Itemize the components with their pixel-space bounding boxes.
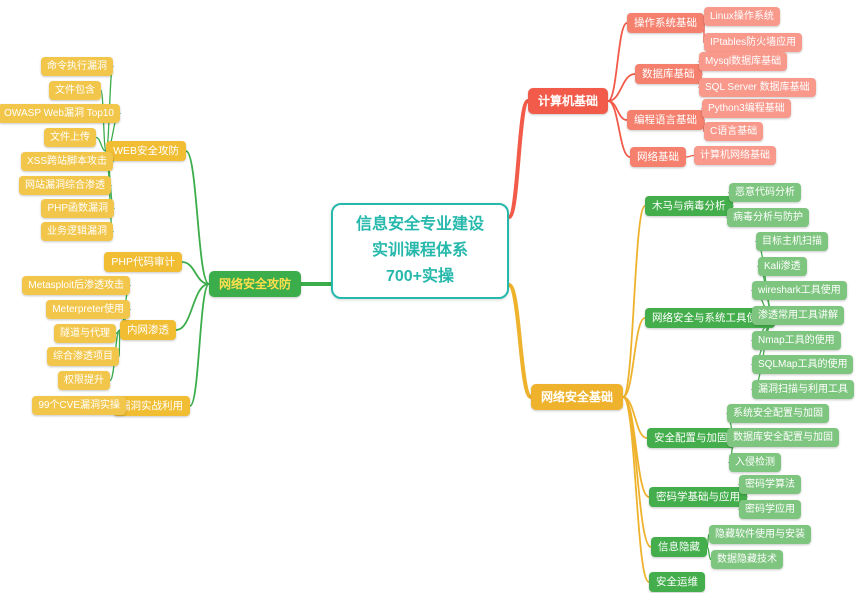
topic-owasp[interactable]: OWASP Web漏洞 Top10 — [0, 104, 120, 123]
branch-edge-vulnreal — [189, 283, 210, 407]
topic-jsj[interactable]: 计算机基础 — [528, 88, 609, 114]
topic-trojan[interactable]: 木马与病毒分析 — [645, 196, 733, 216]
branch-edge-lang — [607, 100, 628, 121]
branch-edge-intranet — [175, 283, 210, 331]
branch-edge-tools — [622, 317, 646, 398]
topic-iptables[interactable]: IPtables防火墙应用 — [704, 33, 803, 52]
branch-edge-penproj — [118, 329, 121, 358]
central-topic-line: 实训课程体系 — [371, 242, 468, 259]
topic-stegosoft[interactable]: 隐藏软件使用与安装 — [709, 525, 811, 544]
topic-os[interactable]: 操作系统基础 — [627, 13, 704, 33]
topic-bizlogic[interactable]: 业务逻辑漏洞 — [41, 222, 113, 241]
topic-stego[interactable]: 信息隐藏 — [651, 537, 707, 557]
topic-syshard[interactable]: 系统安全配置与加固 — [727, 404, 829, 423]
branch-edge-stego — [622, 396, 652, 548]
branch-edge-upload — [95, 136, 107, 152]
topic-vulnscan[interactable]: 漏洞扫描与利用工具 — [752, 380, 854, 399]
topic-nmap[interactable]: Nmap工具的使用 — [752, 331, 841, 350]
branch-edge-netbase — [685, 154, 695, 158]
topic-upload[interactable]: 文件上传 — [44, 128, 96, 147]
topic-python[interactable]: Python3编程基础 — [702, 99, 791, 118]
topic-lang[interactable]: 编程语言基础 — [627, 110, 704, 130]
topic-gf[interactable]: 网络安全攻防 — [209, 271, 302, 297]
topic-clang[interactable]: C语言基础 — [704, 122, 764, 141]
branch-edge-aqjc — [507, 283, 533, 399]
topic-crypto[interactable]: 密码学基础与应用 — [649, 487, 747, 507]
central-topic-line: 700+实操 — [385, 268, 455, 285]
topic-secops[interactable]: 安全运维 — [649, 572, 705, 592]
topic-phpaudit[interactable]: PHP代码审计 — [104, 252, 182, 272]
topic-sqlserver[interactable]: SQL Server 数据库基础 — [699, 78, 816, 97]
topic-mysql[interactable]: Mysql数据库基础 — [699, 52, 788, 71]
topic-malcode[interactable]: 恶意代码分析 — [729, 183, 801, 202]
topic-sitepen[interactable]: 网站漏洞综合渗透 — [19, 176, 111, 195]
branch-edge-datahide — [706, 546, 712, 561]
branch-edge-os — [607, 22, 628, 102]
branch-edge-jsj — [507, 99, 530, 219]
topic-cmdexec[interactable]: 命令执行漏洞 — [41, 57, 113, 76]
branch-edge-web — [185, 150, 210, 285]
topic-virus[interactable]: 病毒分析与防护 — [727, 208, 809, 227]
topic-linux[interactable]: Linux操作系统 — [704, 7, 780, 26]
branch-edge-trojan — [622, 205, 646, 398]
topic-pentools[interactable]: 渗透常用工具讲解 — [752, 306, 844, 325]
topic-meter[interactable]: Meterpreter使用 — [46, 300, 130, 319]
central-topic-line: 信息安全专业建设 — [355, 216, 484, 233]
topic-netbase[interactable]: 计算机网络基础 — [694, 146, 776, 165]
topic-dbhard[interactable]: 数据库安全配置与加固 — [727, 428, 839, 447]
topic-web[interactable]: WEB安全攻防 — [106, 141, 186, 161]
topic-hostscan[interactable]: 目标主机扫描 — [756, 232, 828, 251]
topic-datahide[interactable]: 数据隐藏技术 — [711, 550, 783, 569]
topic-tunnel[interactable]: 隧道与代理 — [54, 324, 116, 343]
topic-vulnreal[interactable]: 漏洞实战利用 — [113, 396, 190, 416]
topic-cryptalg[interactable]: 密码学算法 — [739, 475, 801, 494]
topic-db[interactable]: 数据库基础 — [635, 64, 702, 84]
branch-edge-phpaudit — [181, 261, 210, 285]
topic-cve99[interactable]: 99个CVE漏洞实操 — [32, 396, 126, 415]
topic-phpfunc[interactable]: PHP函数漏洞 — [41, 199, 114, 218]
topic-fileinc[interactable]: 文件包含 — [49, 81, 101, 100]
topic-ids[interactable]: 入侵检测 — [729, 453, 781, 472]
branch-edge-net — [607, 100, 631, 158]
topic-cryptapp[interactable]: 密码学应用 — [739, 500, 801, 519]
central-topic[interactable]: 信息安全专业建设实训课程体系 700+实操 — [331, 203, 509, 299]
topic-harden[interactable]: 安全配置与加固 — [647, 428, 735, 448]
topic-privesc[interactable]: 权限提升 — [58, 371, 110, 390]
topic-msf[interactable]: Metasploit后渗透攻击 — [22, 276, 130, 295]
topic-sqlmap[interactable]: SQLMap工具的使用 — [752, 355, 854, 374]
topic-penproj[interactable]: 综合渗透项目 — [47, 347, 119, 366]
topic-aqjc[interactable]: 网络安全基础 — [531, 384, 624, 410]
branch-edge-db — [607, 73, 636, 102]
branch-edge-secops — [622, 396, 650, 583]
topic-intranet[interactable]: 内网渗透 — [120, 320, 176, 340]
topic-net[interactable]: 网络基础 — [630, 147, 686, 167]
topic-xss[interactable]: XSS跨站脚本攻击 — [20, 152, 113, 171]
topic-kali[interactable]: Kali渗透 — [758, 257, 807, 276]
topic-wireshark[interactable]: wireshark工具使用 — [752, 281, 847, 300]
topic-tools[interactable]: 网络安全与系统工具使用 — [645, 308, 775, 328]
